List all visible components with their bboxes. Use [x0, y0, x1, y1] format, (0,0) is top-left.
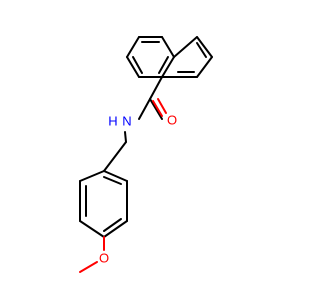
bond	[124, 131, 127, 143]
benzene-ring	[79, 170, 128, 238]
amide-group	[138, 76, 167, 120]
double-bond-inner	[103, 218, 122, 232]
linker-chain	[103, 131, 127, 172]
chemical-structure-diagram: O N H O	[79, 36, 213, 273]
naphthalene-right-ring	[161, 36, 213, 78]
bond	[196, 36, 213, 58]
oxygen-atom-label: O	[99, 251, 109, 266]
bond	[173, 36, 198, 58]
double-bond-inner	[158, 56, 169, 74]
bond	[149, 98, 163, 120]
bond	[79, 170, 105, 182]
hydrogen-atom-label: H	[108, 114, 117, 129]
methoxy-group	[79, 236, 105, 273]
carbonyl-double-bond	[152, 100, 163, 117]
bond	[161, 56, 175, 78]
double-bond-inner	[132, 56, 143, 74]
ether-bond	[79, 261, 98, 273]
bond	[103, 141, 127, 172]
bond	[126, 36, 140, 58]
carbonyl-double-bond	[157, 98, 167, 114]
naphthalene-upper-ring	[126, 36, 175, 78]
bond	[138, 98, 151, 120]
bond	[103, 220, 128, 238]
double-bond-inner	[196, 42, 207, 58]
oxygen-atom-label: O	[167, 113, 177, 128]
bond	[79, 220, 105, 238]
bond	[149, 76, 163, 100]
nitrogen-atom-label: N	[122, 114, 131, 129]
bond	[126, 56, 140, 78]
bond	[103, 170, 128, 182]
bond	[161, 36, 175, 58]
double-bond-inner	[103, 176, 122, 185]
bond	[196, 56, 213, 78]
